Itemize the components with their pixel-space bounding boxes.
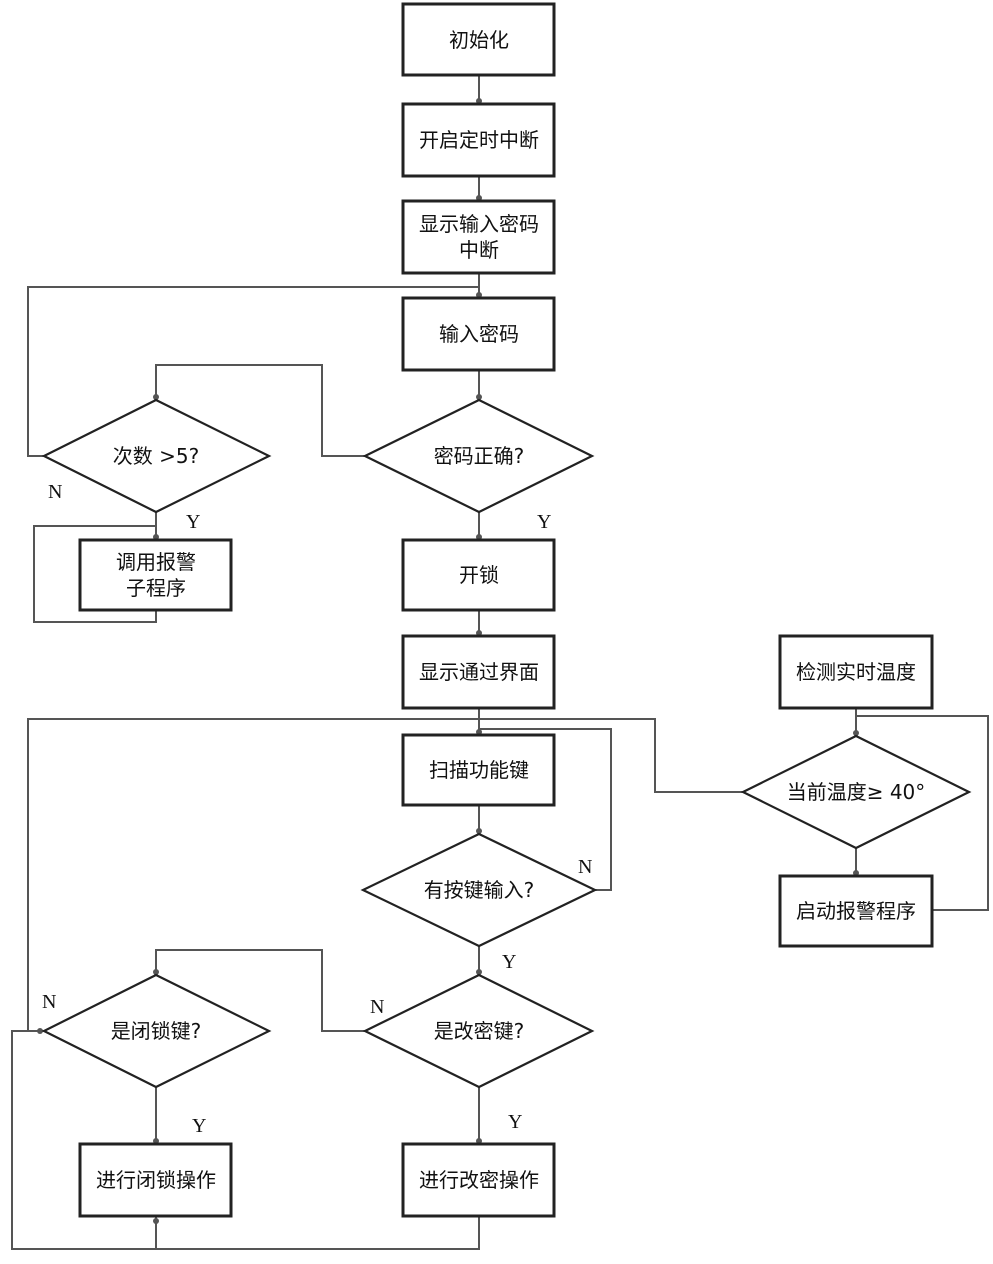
decision-temp-label: 当前温度≥ 40° — [787, 780, 926, 804]
edge-change-no-lock — [155, 949, 365, 1032]
node-alarm-sub-line1: 调用报警 — [116, 550, 196, 574]
edge-return-scan — [11, 1030, 480, 1250]
node-timer-label: 开启定时中断 — [419, 128, 539, 152]
node-show-input-line2: 中断 — [459, 238, 499, 262]
edge-lock-no-scan — [27, 718, 479, 1031]
decision-key-input-label: 有按键输入? — [424, 878, 535, 902]
node-show-input: 显示输入密码 中断 — [401, 199, 556, 275]
node-alarm-sub: 调用报警 子程序 — [78, 538, 233, 612]
junction-dot — [476, 969, 482, 975]
node-input-pwd: 输入密码 — [401, 296, 556, 372]
node-do-change-label: 进行改密操作 — [419, 1168, 539, 1192]
decision-pwd-ok-label: 密码正确? — [434, 444, 525, 468]
label-key-input-no: N — [578, 856, 592, 878]
edge-cond-no-scan — [479, 718, 743, 793]
branch-labels: Y Y N N Y N Y N Y — [42, 481, 592, 1137]
label-count-yes: Y — [186, 511, 200, 533]
node-scan-keys-label: 扫描功能键 — [429, 758, 529, 782]
label-lock-no: N — [42, 991, 56, 1013]
node-do-lock: 进行闭锁操作 — [78, 1142, 233, 1218]
decision-temp: 当前温度≥ 40° — [740, 734, 972, 850]
label-change-no: N — [370, 996, 384, 1018]
label-pwd-ok-yes: Y — [537, 511, 551, 533]
node-show-pass: 显示通过界面 — [401, 634, 556, 710]
node-show-input-line1: 显示输入密码 — [419, 212, 539, 236]
node-detect-temp: 检测实时温度 — [778, 634, 934, 710]
edge-alarm-back-cond — [856, 715, 989, 911]
junction-dot — [153, 394, 159, 400]
junction-dot — [153, 969, 159, 975]
decision-lock-key: 是闭锁键? — [41, 973, 272, 1089]
decision-lock-key-label: 是闭锁键? — [111, 1019, 202, 1043]
node-alarm-sub-line2: 子程序 — [126, 576, 186, 600]
junction-dot — [37, 1028, 43, 1034]
node-detect-temp-label: 检测实时温度 — [796, 660, 916, 684]
node-unlock: 开锁 — [401, 538, 556, 612]
decision-count: 次数 >5? — [41, 398, 272, 514]
decision-key-input: 有按键输入? — [360, 832, 598, 948]
label-change-yes: Y — [508, 1111, 522, 1133]
label-lock-yes: Y — [192, 1115, 206, 1137]
edge-alarm-loop — [33, 525, 157, 623]
node-show-pass-label: 显示通过界面 — [419, 660, 539, 684]
decision-change-key-label: 是改密键? — [434, 1019, 525, 1043]
node-do-change: 进行改密操作 — [401, 1142, 556, 1218]
node-input-pwd-label: 输入密码 — [439, 322, 519, 346]
node-init: 初始化 — [401, 2, 556, 77]
node-init-label: 初始化 — [449, 28, 509, 52]
node-timer: 开启定时中断 — [401, 102, 556, 178]
node-start-alarm: 启动报警程序 — [778, 874, 934, 948]
edge-keyinput-no-scan — [479, 728, 612, 891]
node-do-lock-label: 进行闭锁操作 — [96, 1168, 216, 1192]
connectors — [11, 75, 989, 1250]
decision-pwd-ok: 密码正确? — [362, 398, 595, 514]
decision-change-key: 是改密键? — [362, 973, 595, 1089]
label-key-input-yes: Y — [502, 951, 516, 973]
label-count-no: N — [48, 481, 62, 503]
edge-count-no-input — [27, 286, 479, 457]
edge-pwdok-no-count — [155, 364, 365, 457]
junction-dot — [476, 828, 482, 834]
node-start-alarm-label: 启动报警程序 — [796, 899, 916, 923]
junction-dot — [153, 1218, 159, 1224]
node-unlock-label: 开锁 — [459, 563, 499, 587]
decision-count-label: 次数 >5? — [113, 444, 199, 468]
junction-dot — [476, 394, 482, 400]
junction-dot — [853, 730, 859, 736]
node-scan-keys: 扫描功能键 — [401, 733, 556, 807]
